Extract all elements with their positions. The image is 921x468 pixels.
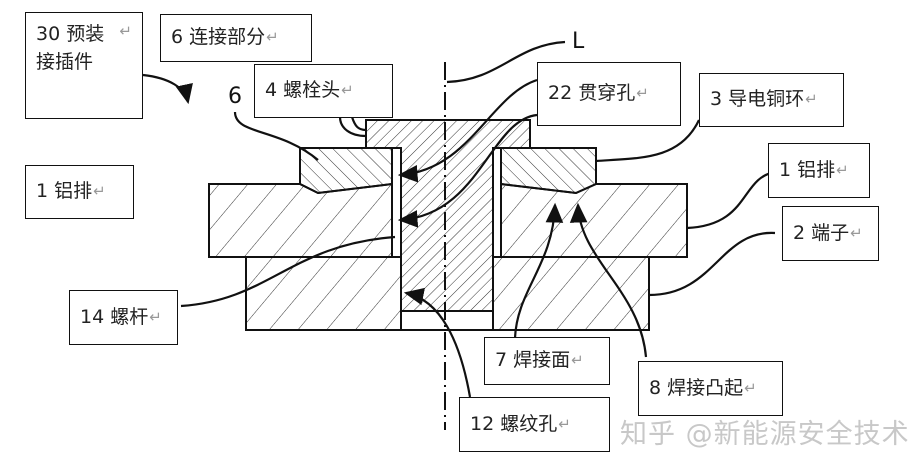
label-aluminum-bar-left: 1 铝排↵ xyxy=(25,165,134,219)
label-threaded-hole: 12 螺纹孔↵ xyxy=(459,397,610,452)
label-prefab-connector: 30 预装接插件↵ xyxy=(25,12,143,119)
label-through-hole: 22 贯穿孔↵ xyxy=(537,62,681,126)
copper-ring-part xyxy=(299,147,597,195)
label-bolt-head: 4 螺栓头↵ xyxy=(254,64,393,118)
label-connection-part: 6 连接部分↵ xyxy=(160,14,312,62)
label-weld-bump: 8 焊接凸起↵ xyxy=(638,361,783,416)
label-six-marker: 6 xyxy=(228,84,242,109)
label-weld-surface: 7 焊接面↵ xyxy=(484,337,610,385)
label-aluminum-bar-right: 1 铝排↵ xyxy=(768,143,870,198)
label-bolt-shank: 14 螺杆↵ xyxy=(69,290,178,345)
watermark: 知乎 @新能源安全技术 xyxy=(620,419,910,450)
label-axis-l: L xyxy=(572,29,585,54)
label-terminal: 2 端子↵ xyxy=(782,206,879,261)
label-copper-ring: 3 导电铜环↵ xyxy=(699,73,844,127)
return-mark: ↵ xyxy=(119,22,132,40)
